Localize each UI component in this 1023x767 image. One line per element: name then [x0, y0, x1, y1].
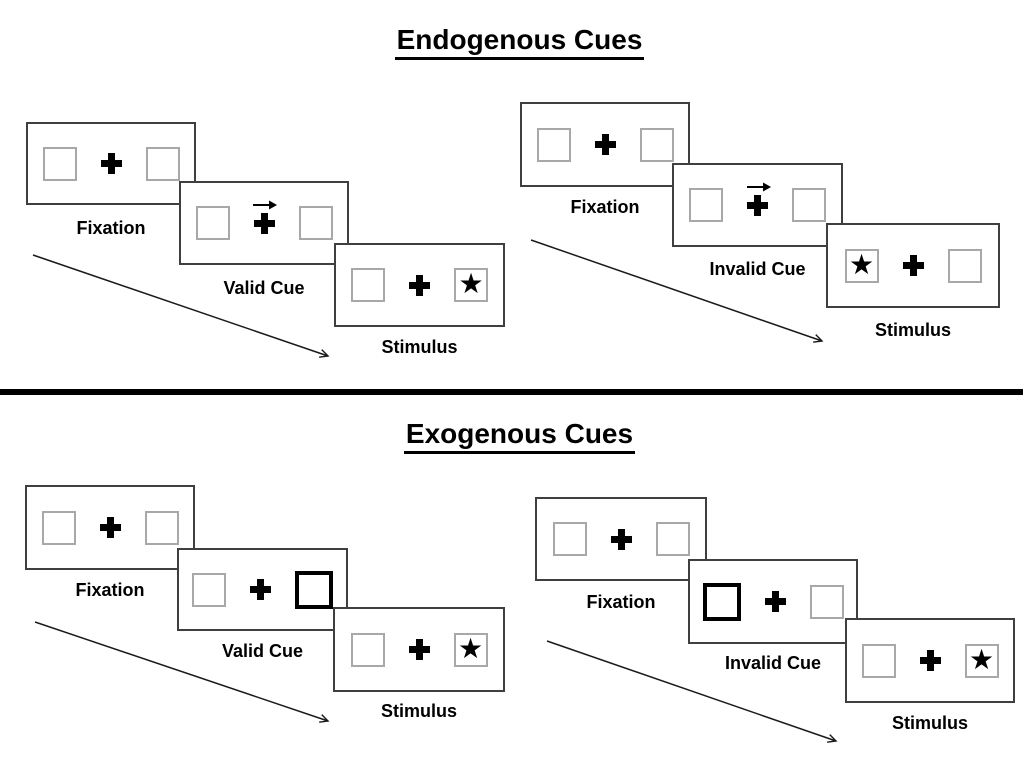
fixation-panel [520, 102, 690, 187]
panel-label: Valid Cue [223, 278, 305, 298]
left-box [42, 146, 77, 181]
left-box [861, 643, 896, 678]
invalid-cue-panel [688, 559, 858, 644]
right-box [947, 248, 982, 283]
valid-cue-panel [177, 548, 348, 631]
fixation-panel [25, 485, 195, 570]
section-title-endogenous: Endogenous Cues [0, 24, 1023, 60]
panel-label: Stimulus [381, 337, 458, 357]
invalid-cue-panel [672, 163, 843, 247]
fixation-cross-icon [919, 650, 941, 671]
section-title-text: Endogenous Cues [394, 24, 645, 60]
panel-label: Stimulus [380, 701, 457, 721]
panel-label: Valid Cue [221, 641, 304, 661]
fixation-cross-icon [250, 579, 271, 600]
right-box [298, 206, 333, 240]
fixation-cross-icon [764, 591, 786, 612]
cue-arrow-right-icon [253, 200, 278, 209]
left-box: ★ [844, 248, 879, 283]
fixation-panel [26, 122, 196, 205]
right-box [144, 510, 179, 545]
panel-label: Fixation [76, 218, 146, 238]
panel-label: Invalid Cue [709, 259, 806, 279]
fixation-cross-icon [610, 528, 632, 550]
section-title-exogenous: Exogenous Cues [0, 418, 1023, 454]
star-icon: ★ [968, 643, 995, 675]
panel-label: Fixation [570, 197, 640, 217]
fixation-panel [535, 497, 707, 581]
right-box [655, 522, 690, 556]
panel-label: Fixation [586, 592, 656, 612]
panel-label: Fixation [75, 580, 145, 600]
valid-cue-panel [179, 181, 349, 265]
panel-label: Stimulus [874, 320, 951, 340]
right-box: ★ [964, 643, 999, 678]
panel-label: Stimulus [891, 713, 968, 733]
stimulus-panel: ★ [845, 618, 1015, 703]
right-box [792, 188, 826, 222]
time-arrow-exogenous-valid [34, 621, 330, 723]
stimulus-panel: ★ [334, 243, 505, 327]
stimulus-panel: ★ [826, 223, 1000, 308]
right-box-cued [295, 570, 333, 609]
right-box [145, 146, 180, 181]
fixation-cross-icon [100, 153, 122, 174]
right-box: ★ [454, 268, 488, 302]
left-box [192, 572, 226, 607]
left-box-cued [702, 582, 741, 621]
left-box [195, 206, 230, 240]
fixation-cross-icon [409, 274, 430, 296]
cue-arrow-right-icon [746, 182, 771, 191]
left-box [552, 522, 587, 556]
fixation-cross-icon [594, 134, 616, 155]
time-arrow-endogenous-invalid [530, 239, 824, 343]
section-divider [0, 389, 1023, 395]
star-icon: ★ [848, 248, 875, 280]
fixation-cross-icon [408, 639, 430, 660]
section-title-text: Exogenous Cues [403, 418, 636, 454]
time-arrow-endogenous-valid [32, 254, 330, 358]
left-box [689, 188, 723, 222]
star-icon: ★ [458, 268, 484, 299]
stimulus-panel: ★ [333, 607, 505, 692]
left-box [536, 127, 571, 162]
fixation-cross-icon [747, 194, 768, 216]
right-box [809, 584, 844, 619]
left-box [41, 510, 76, 545]
star-icon: ★ [457, 632, 484, 664]
fixation-cross-icon [99, 517, 121, 538]
right-box [639, 127, 674, 162]
right-box: ★ [453, 632, 488, 667]
fixation-cross-icon [253, 212, 275, 234]
left-box [350, 632, 385, 667]
left-box [351, 268, 385, 302]
fixation-cross-icon [902, 255, 924, 276]
panel-label: Invalid Cue [724, 653, 822, 673]
